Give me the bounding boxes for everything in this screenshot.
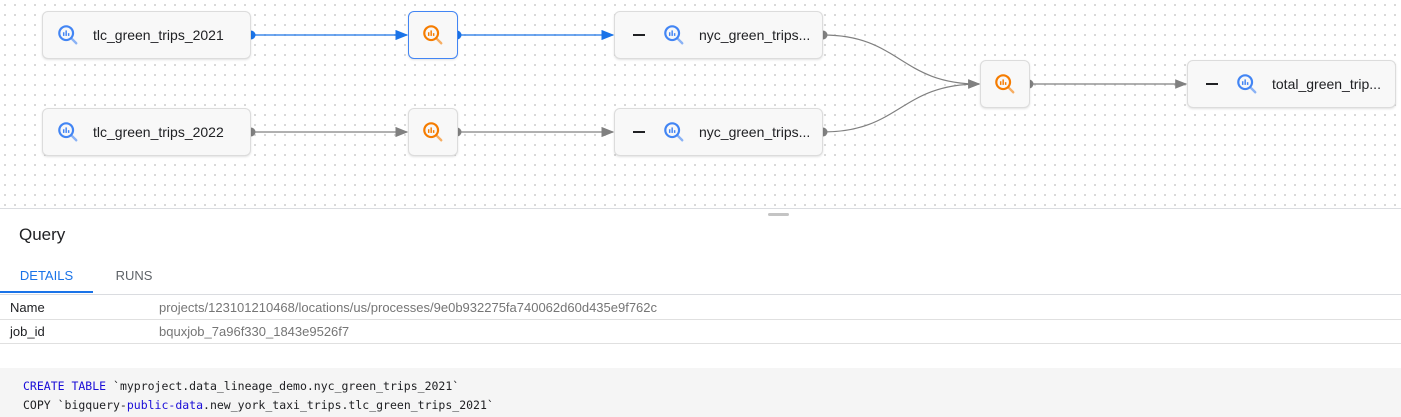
- code-text: COPY `bigquery-: [23, 398, 127, 412]
- edge-nyc2022-merge: [822, 79, 981, 133]
- code-text: `myproject.data_lineage_demo.nyc_green_t…: [106, 379, 460, 393]
- lineage-graph[interactable]: tlc_green_trips_2021 tlc_green_trips_202…: [0, 0, 1401, 209]
- collapse-icon[interactable]: [1206, 83, 1218, 85]
- collapse-icon[interactable]: [633, 34, 645, 36]
- query-process-icon: [422, 121, 444, 143]
- node-total-green-trips[interactable]: total_green_trip...: [1187, 60, 1396, 108]
- process-node-1-selected[interactable]: [408, 11, 458, 59]
- node-label: nyc_green_trips...: [699, 124, 811, 140]
- detail-key: job_id: [10, 324, 45, 339]
- detail-value: bquxjob_7a96f330_1843e9526f7: [159, 324, 350, 339]
- node-label: tlc_green_trips_2021: [93, 27, 224, 43]
- node-tlc-green-trips-2022[interactable]: tlc_green_trips_2022: [42, 108, 251, 156]
- node-label: tlc_green_trips_2022: [93, 124, 224, 140]
- panel-title: Query: [19, 225, 66, 244]
- query-process-icon: [422, 24, 444, 46]
- process-node-2[interactable]: [408, 108, 458, 156]
- process-node-merge[interactable]: [980, 60, 1030, 108]
- query-code-block: CREATE TABLE `myproject.data_lineage_dem…: [0, 368, 1401, 417]
- node-tlc-green-trips-2021[interactable]: tlc_green_trips_2021: [42, 11, 251, 59]
- edge-nyc2021-merge: [822, 34, 981, 89]
- collapse-icon[interactable]: [633, 131, 645, 133]
- node-nyc-green-trips-2021[interactable]: nyc_green_trips...: [614, 11, 823, 59]
- bigquery-table-icon: [1236, 73, 1258, 95]
- panel-resize-handle[interactable]: [768, 213, 789, 216]
- node-nyc-green-trips-2022[interactable]: nyc_green_trips...: [614, 108, 823, 156]
- code-keyword: CREATE TABLE: [23, 379, 107, 393]
- code-keyword: public-data: [126, 398, 204, 412]
- detail-row-job-id: job_id bquxjob_7a96f330_1843e9526f7: [0, 320, 1401, 344]
- detail-row-name: Name projects/123101210468/locations/us/…: [0, 296, 1401, 320]
- node-label: nyc_green_trips...: [699, 27, 811, 43]
- tab-runs[interactable]: RUNS: [115, 268, 153, 283]
- bigquery-table-icon: [663, 24, 685, 46]
- detail-value: projects/123101210468/locations/us/proce…: [159, 300, 658, 315]
- detail-key: Name: [10, 300, 45, 315]
- tab-details[interactable]: DETAILS: [0, 258, 93, 293]
- query-process-icon: [994, 73, 1016, 95]
- code-text: .new_york_taxi_trips.tlc_green_trips_202…: [203, 398, 494, 412]
- node-label: total_green_trip...: [1272, 76, 1381, 92]
- panel-tabs: DETAILS RUNS: [0, 258, 1401, 295]
- bigquery-table-icon: [663, 121, 685, 143]
- bigquery-table-icon: [57, 24, 79, 46]
- bigquery-table-icon: [57, 121, 79, 143]
